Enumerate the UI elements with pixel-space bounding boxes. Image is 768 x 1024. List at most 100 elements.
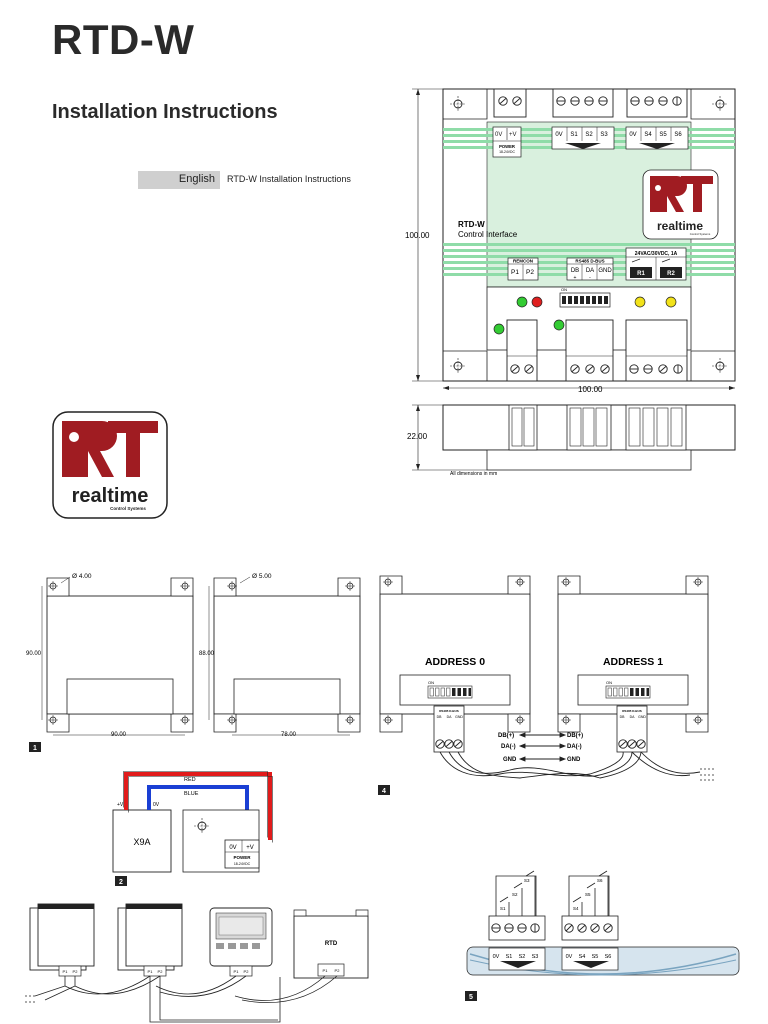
- sensor-b-terminal-0: 0V: [629, 132, 636, 138]
- sensor-b-terminal-3: S6: [674, 132, 682, 138]
- rs485-polarity-da: -: [589, 275, 591, 281]
- fig5-a-term-3: S3: [532, 954, 539, 960]
- fig1-number: 1: [33, 745, 37, 752]
- fig5-a-term-0: 0V: [493, 954, 500, 960]
- device-side-view: 22.00 All dimensions in mm: [407, 404, 736, 477]
- fig4-right-term-da: DA: [630, 715, 636, 719]
- fig4-left-term-gnd: GND: [455, 715, 463, 719]
- fig5-b-term-1: S4: [579, 954, 586, 960]
- figure-4-addressing: ADDRESS 0 ON RS485 D-BUS DB DA GND ADDRE…: [378, 575, 714, 795]
- device-logo-tagline: Control Systems: [690, 232, 711, 236]
- fig2-unit: X9A: [133, 837, 150, 847]
- fig4-left-bus-title: RS485 D-BUS: [439, 709, 459, 713]
- language-tab[interactable]: [138, 171, 220, 189]
- dimensions-note: All dimensions in mm: [450, 471, 497, 477]
- fig5-switch-s1: S1: [500, 906, 506, 911]
- logo-brand: realtime: [72, 485, 149, 507]
- fig4-right-term-gnd: GND: [638, 715, 646, 719]
- fig5-number: 5: [469, 994, 473, 1001]
- fig5-switch-s2: S2: [512, 892, 518, 897]
- fig3-unit2-p1: P1: [148, 969, 154, 974]
- fig4-right-bus-title: RS485 D-BUS: [622, 709, 642, 713]
- fig2-terminal-0v: 0V: [229, 845, 236, 851]
- fig4-wire-right-1: DA(-): [567, 744, 582, 750]
- fig1-left-hole: Ø 4.00: [72, 573, 92, 580]
- fig4-address-1: ADDRESS 1: [603, 656, 663, 668]
- power-title: POWER: [499, 144, 515, 149]
- remcon-terminal-p1: P1: [511, 269, 519, 276]
- fig4-right-term-db: DB: [620, 715, 626, 719]
- sensor-a-terminal-1: S1: [570, 132, 578, 138]
- fig5-switch-s4: S4: [573, 906, 579, 911]
- fig4-left-term-db: DB: [437, 715, 443, 719]
- rs485-terminal-db: DB: [571, 268, 579, 274]
- fig4-left-dip-on: ON: [428, 680, 434, 685]
- height-dimension: 100.00: [405, 231, 430, 240]
- fig5-b-term-2: S5: [592, 954, 599, 960]
- sensor-a-terminal-2: S2: [585, 132, 593, 138]
- fig2-power-rating: 18-24VDC: [234, 862, 251, 866]
- relay-terminal-r1: R1: [637, 271, 645, 277]
- sensor-b-terminal-1: S4: [644, 132, 652, 138]
- fig3-rtd-p2: P2: [335, 968, 341, 973]
- fig4-wire-left-2: GND: [503, 757, 517, 763]
- rs485-polarity-db: +: [574, 275, 577, 281]
- realtime-logo: realtime Control Systems: [52, 411, 168, 519]
- fig3-unit3-p1: P1: [234, 969, 240, 974]
- remcon-title: REMCON: [513, 259, 533, 264]
- fig1-left-height: 90.00: [26, 651, 42, 657]
- figure-2-power-wiring: X9A RED BLUE +V 0V 0V +V POWER 18-24VDC …: [112, 771, 273, 886]
- device-name: RTD-W: [458, 220, 485, 229]
- fig3-unit1-p2: P2: [73, 969, 79, 974]
- fig1-left-width: 90.00: [111, 732, 127, 738]
- fig5-b-term-3: S6: [605, 954, 612, 960]
- fig4-right-dip-on: ON: [606, 680, 612, 685]
- fig1-right-width: 78.00: [281, 732, 297, 738]
- language-description: RTD-W Installation Instructions: [227, 174, 351, 184]
- fig4-wire-right-0: DB(+): [567, 733, 583, 739]
- fig3-rtd-label: RTD: [325, 941, 338, 947]
- sensor-a-terminal-3: S3: [600, 132, 608, 138]
- fig4-wire-right-2: GND: [567, 757, 581, 763]
- fig3-unit1-p1: P1: [63, 969, 69, 974]
- document-title: RTD-W: [52, 16, 195, 63]
- document-subtitle: Installation Instructions: [52, 101, 278, 123]
- fig5-a-term-2: S2: [519, 954, 526, 960]
- fig5-switch-s5: S5: [585, 892, 591, 897]
- fig4-left-term-da: DA: [447, 715, 453, 719]
- fig4-address-0: ADDRESS 0: [425, 656, 485, 668]
- fig5-switch-s3: S3: [524, 878, 530, 883]
- language-label: English: [178, 173, 215, 185]
- power-rating: 18-24VDC: [499, 150, 515, 154]
- fig2-blue-label: BLUE: [184, 791, 199, 797]
- fig4-wire-left-0: DB(+): [498, 733, 514, 739]
- fig2-terminal-pv: +V: [246, 845, 254, 851]
- fig4-number: 4: [382, 788, 386, 795]
- rs485-terminal-da: DA: [586, 268, 594, 274]
- fig3-unit3-p2: P2: [244, 969, 250, 974]
- power-terminal-0v: 0V: [495, 132, 502, 138]
- fig2-red-label: RED: [184, 777, 196, 783]
- figure-5-sensor-wiring: 0V S1 S2 S3 0V S4 S5 S6 S1 S2 S3 S4 S5 S…: [465, 870, 740, 1001]
- fig5-switch-s6: S6: [597, 878, 603, 883]
- fig2-pos-label: +V: [117, 802, 124, 808]
- fig5-b-term-0: 0V: [566, 954, 573, 960]
- device-logo-brand: realtime: [657, 219, 703, 233]
- relay-title: 24VAC/30VDC, 1A: [635, 251, 678, 257]
- fig4-wire-left-1: DA(-): [501, 744, 516, 750]
- logo-tagline: Control Systems: [110, 506, 146, 511]
- fig3-unit2-p2: P2: [158, 969, 164, 974]
- fig2-number: 2: [119, 879, 123, 886]
- depth-dimension: 22.00: [407, 432, 428, 441]
- fig5-a-term-1: S1: [506, 954, 513, 960]
- power-terminal-pv: +V: [509, 132, 517, 138]
- rs485-terminal-gnd: GND: [598, 268, 612, 274]
- figure-3-remcon-wiring: P1 P2 P1 P2 P1 P2 RTD P1 P2: [25, 903, 369, 1023]
- device-top-view: 0V +V POWER 18-24VDC 0V S1 S2 S3 0V S4 S…: [405, 88, 736, 394]
- fig3-rtd-p1: P1: [323, 968, 329, 973]
- remcon-terminal-p2: P2: [526, 269, 534, 276]
- rs485-title: RS485 D-BUS: [575, 259, 604, 264]
- figure-1-mounting: Ø 4.00 90.00 90.00 Ø 5.00 88.00 78.00 1: [26, 573, 361, 752]
- sensor-b-terminal-2: S5: [659, 132, 667, 138]
